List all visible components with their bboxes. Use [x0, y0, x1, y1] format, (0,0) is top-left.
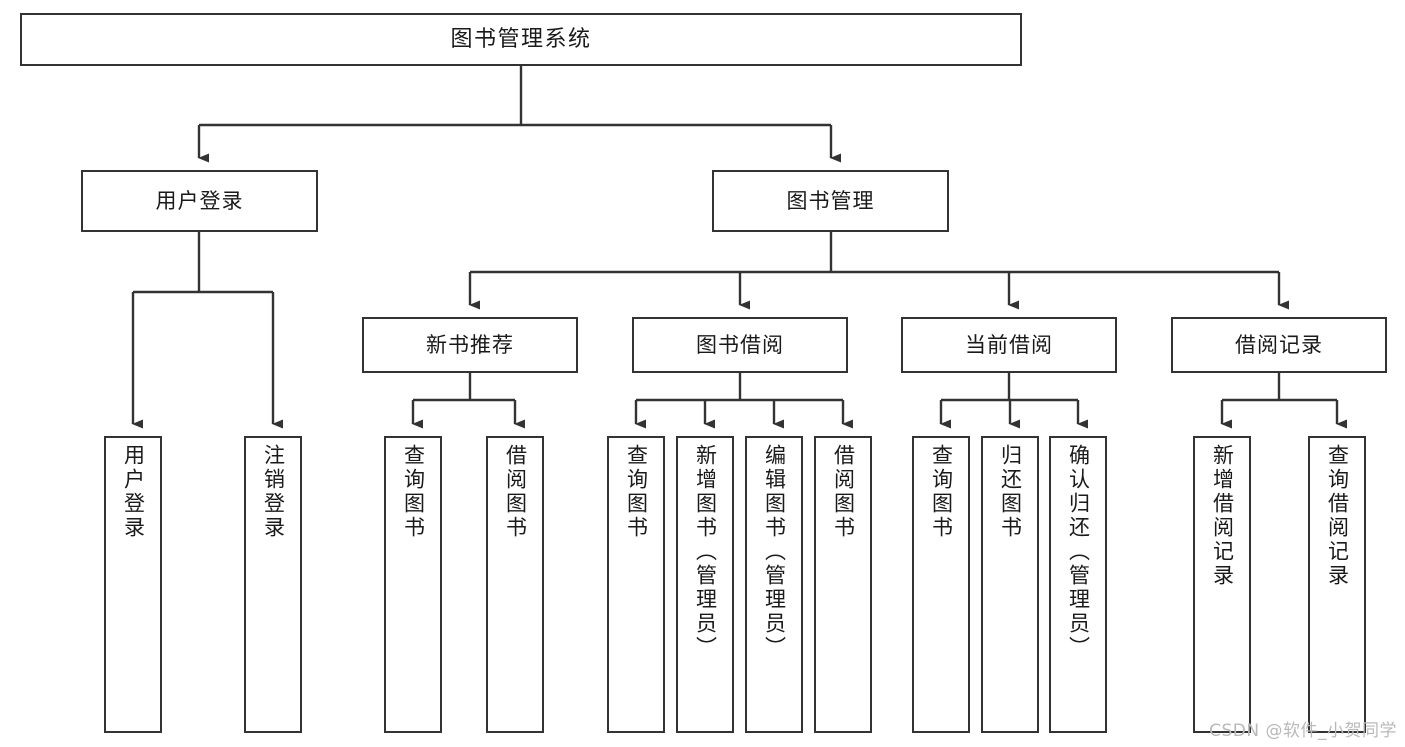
node-borrow-record[interactable]: 借阅记录: [1171, 317, 1387, 373]
leaf-edit-book-admin[interactable]: 编辑图书（管理员）: [745, 436, 803, 733]
node-label: 编辑图书（管理员）: [762, 444, 787, 660]
node-label: 用户登录: [121, 444, 146, 540]
leaf-query-books-borrow[interactable]: 查询图书: [607, 436, 665, 733]
node-label: 新书推荐: [426, 332, 514, 357]
node-new-book-recommend[interactable]: 新书推荐: [362, 317, 578, 373]
node-label: 查询图书: [929, 444, 954, 540]
node-label: 借阅图书: [831, 444, 856, 540]
leaf-logout-login[interactable]: 注销登录: [244, 436, 302, 733]
node-label: 图书管理系统: [450, 26, 592, 52]
node-root-book-management-system[interactable]: 图书管理系统: [20, 13, 1022, 66]
node-label: 新增图书（管理员）: [693, 444, 718, 660]
leaf-confirm-return-admin[interactable]: 确认归还（管理员）: [1049, 436, 1107, 733]
leaf-query-books-current[interactable]: 查询图书: [912, 436, 970, 733]
node-book-borrow[interactable]: 图书借阅: [632, 317, 848, 373]
leaf-query-borrow-record[interactable]: 查询借阅记录: [1308, 436, 1366, 733]
leaf-borrow-books-new-recommend[interactable]: 借阅图书: [486, 436, 544, 733]
leaf-borrow-books-borrow[interactable]: 借阅图书: [814, 436, 872, 733]
node-label: 查询图书: [401, 444, 426, 540]
node-label: 借阅图书: [503, 444, 528, 540]
node-current-borrow[interactable]: 当前借阅: [901, 317, 1117, 373]
node-label: 查询图书: [624, 444, 649, 540]
node-label: 借阅记录: [1235, 332, 1323, 357]
node-label: 图书借阅: [696, 332, 784, 357]
node-label: 确认归还（管理员）: [1066, 444, 1091, 660]
leaf-add-borrow-record[interactable]: 新增借阅记录: [1193, 436, 1251, 733]
node-book-management[interactable]: 图书管理: [712, 170, 949, 232]
node-label: 用户登录: [155, 188, 244, 213]
node-label: 查询借阅记录: [1325, 444, 1350, 588]
node-label: 图书管理: [786, 188, 875, 213]
leaf-return-books[interactable]: 归还图书: [981, 436, 1039, 733]
node-label: 当前借阅: [965, 332, 1053, 357]
csdn-watermark: CSDN @软件_小贺同学: [1209, 721, 1397, 741]
node-label: 新增借阅记录: [1210, 444, 1235, 588]
node-user-login[interactable]: 用户登录: [81, 170, 318, 232]
node-label: 注销登录: [261, 444, 286, 540]
leaf-query-books-new-recommend[interactable]: 查询图书: [384, 436, 442, 733]
leaf-add-book-admin[interactable]: 新增图书（管理员）: [676, 436, 734, 733]
leaf-user-login[interactable]: 用户登录: [104, 436, 162, 733]
node-label: 归还图书: [998, 444, 1023, 540]
